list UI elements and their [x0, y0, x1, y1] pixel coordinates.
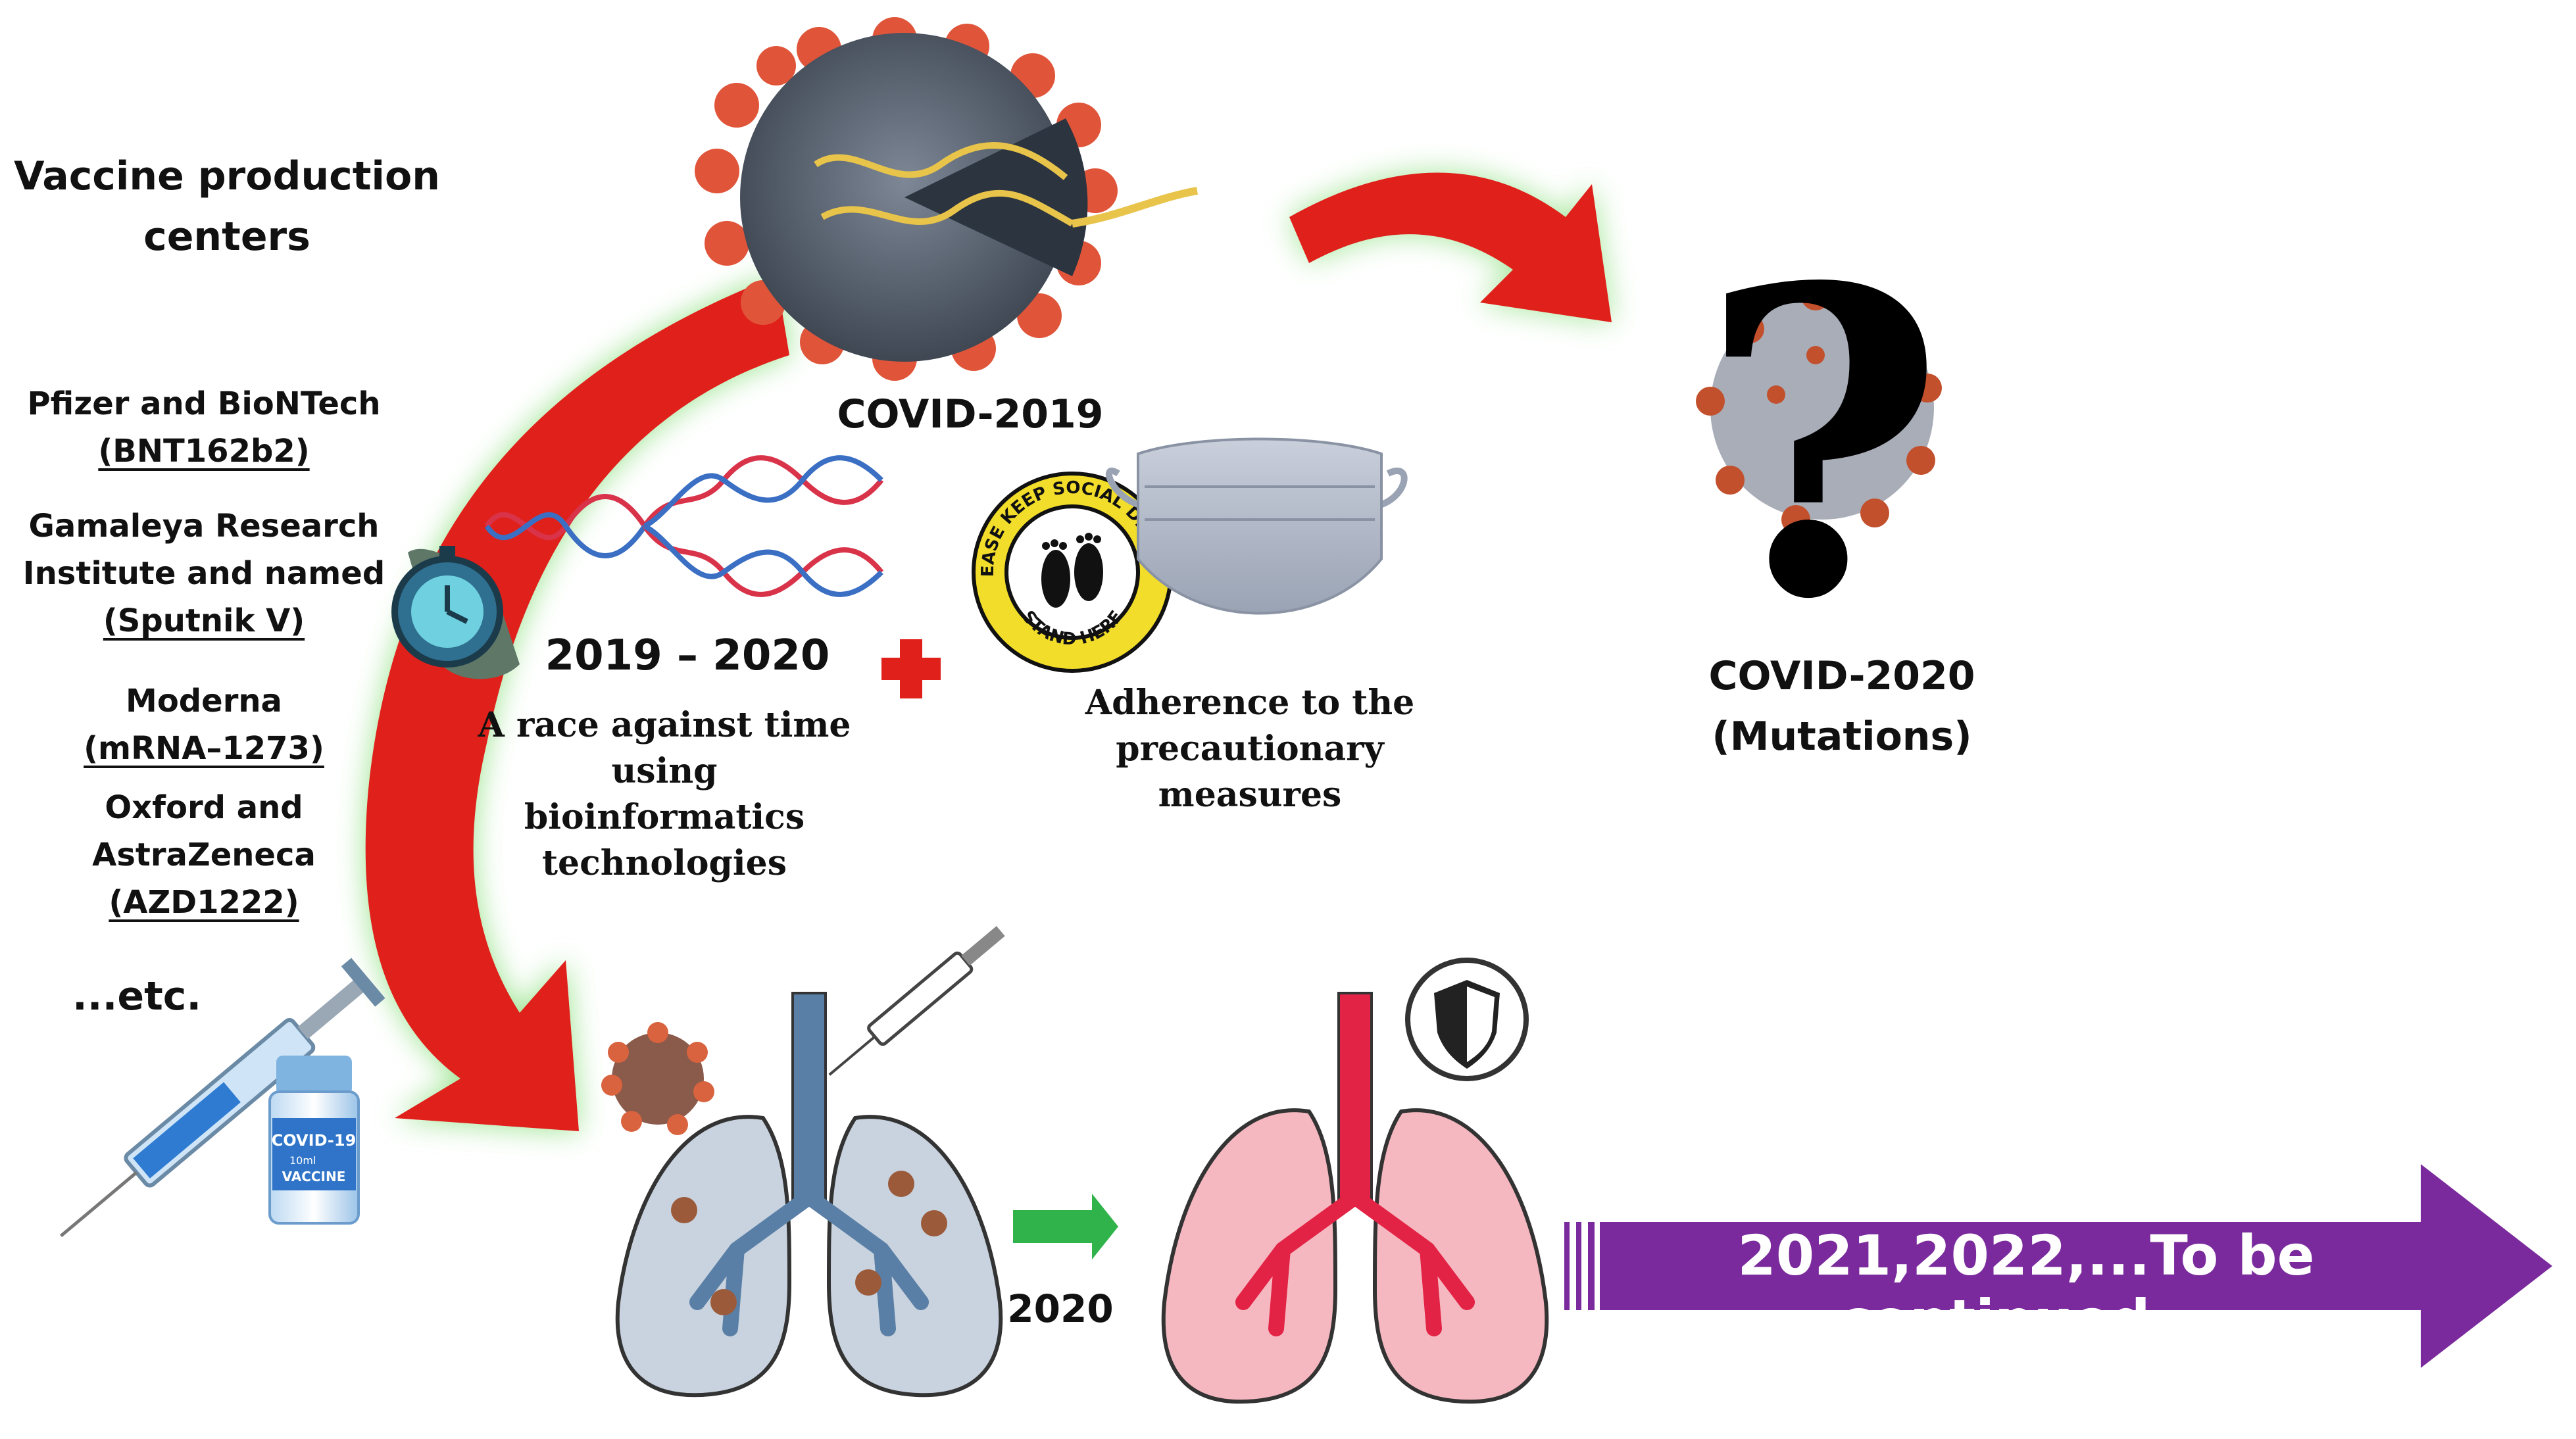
small-syringe-icon	[828, 925, 1005, 1076]
timeline-text: 2021,2022,...To be continued...	[1737, 1223, 2315, 1352]
race-years: 2019 – 2020	[545, 631, 830, 680]
stopwatch-icon	[391, 546, 520, 679]
vial-volume-text: 10ml	[289, 1154, 316, 1167]
curved-arrow-down	[365, 276, 789, 1131]
vaccine-entry-name: Institute and named	[22, 555, 385, 592]
infected-lungs-illustration	[615, 992, 1003, 1398]
shield-icon	[1405, 958, 1529, 1081]
face-mask-illustration	[1105, 437, 1408, 615]
vaccine-entry-name: Pfizer and BioNTech	[27, 385, 381, 422]
vaccine-entry-code: (mRNA–1273)	[84, 730, 324, 767]
precaution-caption-line: measures	[1158, 775, 1342, 815]
mutation-label-line: (Mutations)	[1712, 714, 1972, 760]
race-caption-line: technologies	[542, 843, 787, 883]
small-virus-icon	[601, 1022, 714, 1135]
vaccine-entry-code: (Sputnik V)	[103, 602, 305, 639]
vaccine-centers-title: Vaccine production centers	[14, 153, 440, 260]
vaccine-centers-more: ...etc.	[72, 973, 202, 1019]
virus-label: COVID-2019	[837, 391, 1104, 437]
syringe-icon	[59, 958, 385, 1238]
plus-icon	[881, 639, 941, 698]
precaution-caption-line: Adherence to the	[1085, 683, 1415, 723]
precaution-caption-line: precautionary	[1116, 729, 1384, 769]
question-mark: ?	[1699, 197, 1946, 691]
vaccine-entry-code: (BNT162b2)	[98, 433, 310, 470]
curved-arrow-right	[1289, 172, 1612, 322]
vaccine-entry-gamaleya: Gamaleya Research Institute and named (S…	[0, 502, 408, 645]
race-caption-line: A race against time using	[478, 705, 851, 791]
mutation-label: COVID-2020 (Mutations)	[1671, 646, 2013, 767]
vaccine-entry-name: Gamaleya Research	[28, 508, 380, 545]
lungs-year-label: 2020	[1007, 1286, 1113, 1331]
timeline-banner	[1564, 1164, 2552, 1368]
vial-brand-text: COVID-19	[272, 1131, 357, 1150]
vaccine-entry-name: AstraZeneca	[92, 837, 316, 873]
vaccine-vial-illustration	[268, 1056, 360, 1225]
precaution-caption: Adherence to the precautionary measures	[1066, 680, 1434, 818]
race-caption-line: bioinformatics	[524, 797, 805, 837]
vaccine-entry-name: Oxford and	[105, 789, 303, 826]
coronavirus-illustration	[695, 17, 1198, 381]
vaccine-entry-name: Moderna	[126, 683, 282, 720]
vaccine-entry-pfizer: Pfizer and BioNTech (BNT162b2)	[0, 380, 408, 475]
race-caption: A race against time using bioinformatics…	[421, 702, 908, 887]
vaccine-entry-code: (AZD1222)	[109, 884, 299, 921]
dna-helix-illustration	[484, 455, 884, 597]
vaccine-entry-oxford: Oxford and AstraZeneca (AZD1222)	[0, 784, 408, 926]
mutated-virus-illustration	[1696, 281, 1942, 534]
mutation-label-line: COVID-2020	[1708, 653, 1975, 699]
vial-label-text: VACCINE	[282, 1169, 346, 1184]
progress-arrow-icon	[1013, 1194, 1118, 1259]
vaccine-entry-moderna: Moderna (mRNA–1273)	[0, 677, 408, 772]
healthy-lungs-illustration	[1161, 992, 1549, 1404]
